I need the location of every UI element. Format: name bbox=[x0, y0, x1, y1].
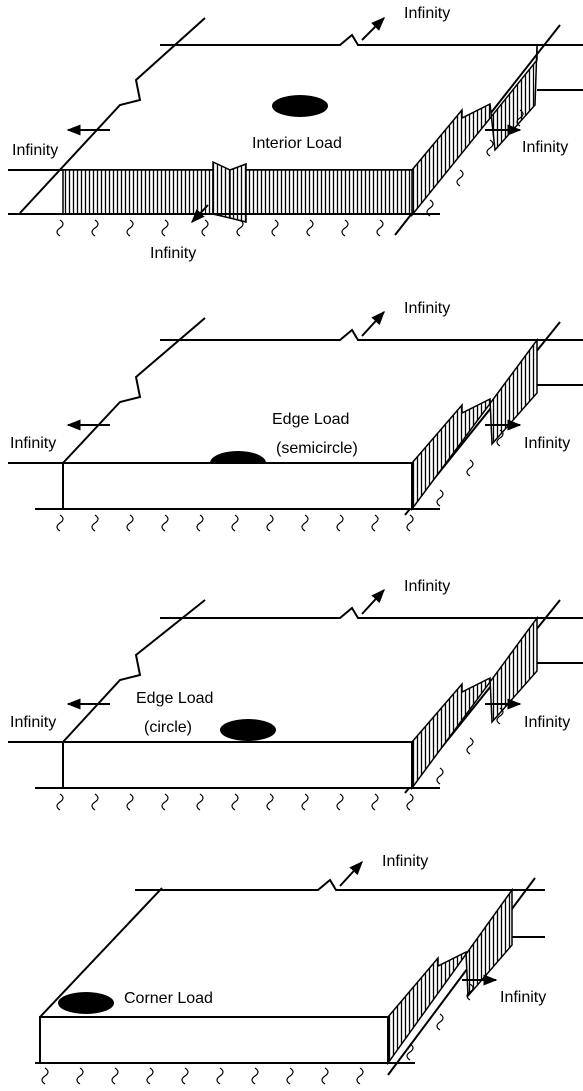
panel4-load-label: Corner Load bbox=[124, 990, 213, 1007]
infinity-arrow-top bbox=[361, 588, 385, 615]
front-face bbox=[62, 741, 413, 789]
right-edge-line bbox=[387, 877, 536, 1076]
right-side-face bbox=[411, 337, 538, 512]
panel4-infinity-top: Infinity bbox=[382, 853, 428, 870]
panel-edge-load-circle bbox=[8, 588, 583, 811]
panel1-infinity-left: Infinity bbox=[12, 142, 58, 159]
left-edge-line bbox=[19, 17, 206, 214]
subgrade-springs bbox=[56, 109, 524, 237]
back-edge-line bbox=[160, 606, 583, 619]
front-face-right bbox=[245, 169, 413, 215]
front-face bbox=[39, 1016, 389, 1064]
infinity-arrow-bottom bbox=[191, 204, 209, 224]
interior-load-mark bbox=[272, 95, 328, 117]
panel3-infinity-top: Infinity bbox=[404, 578, 450, 595]
right-side-face bbox=[411, 615, 538, 791]
panel-interior-load bbox=[8, 17, 583, 237]
infinity-arrow-top bbox=[339, 860, 363, 887]
panel-corner-load bbox=[35, 860, 545, 1085]
panel3-infinity-left: Infinity bbox=[10, 714, 56, 731]
panel1-infinity-bottom: Infinity bbox=[150, 245, 196, 262]
panel2-infinity-top: Infinity bbox=[404, 300, 450, 317]
back-edge-line bbox=[160, 328, 583, 341]
panel4-infinity-right: Infinity bbox=[500, 989, 546, 1006]
panel2-infinity-right: Infinity bbox=[524, 435, 570, 452]
subgrade-springs bbox=[56, 429, 504, 532]
left-edge-line bbox=[62, 317, 206, 464]
panel-edge-load-semicircle bbox=[8, 310, 583, 532]
panel3-load-label-1: Edge Load bbox=[136, 690, 213, 707]
back-edge-line bbox=[160, 33, 583, 46]
infinity-arrow-top bbox=[361, 17, 385, 41]
edge-load-circle-mark bbox=[220, 719, 276, 741]
panel1-infinity-top: Infinity bbox=[404, 5, 450, 22]
panel2-load-label-2: (semicircle) bbox=[276, 440, 358, 457]
panel2-load-label-1: Edge Load bbox=[272, 411, 349, 428]
right-side-face bbox=[387, 887, 513, 1066]
front-face-left bbox=[62, 169, 214, 215]
panel3-infinity-right: Infinity bbox=[524, 714, 570, 731]
corner-load-mark bbox=[58, 992, 114, 1014]
panel2-infinity-left: Infinity bbox=[10, 435, 56, 452]
back-edge-line bbox=[135, 878, 545, 891]
front-face bbox=[62, 462, 413, 510]
left-edge-line bbox=[62, 599, 206, 743]
edge-load-semicircle-mark bbox=[210, 451, 266, 463]
subgrade-springs bbox=[56, 707, 504, 811]
panel1-infinity-right: Infinity bbox=[522, 139, 568, 156]
infinity-arrow-top bbox=[361, 310, 385, 337]
subgrade-springs bbox=[41, 983, 474, 1085]
panel1-load-label: Interior Load bbox=[252, 135, 342, 152]
left-edge-line bbox=[39, 887, 163, 1018]
panel3-load-label-2: (circle) bbox=[144, 719, 192, 736]
